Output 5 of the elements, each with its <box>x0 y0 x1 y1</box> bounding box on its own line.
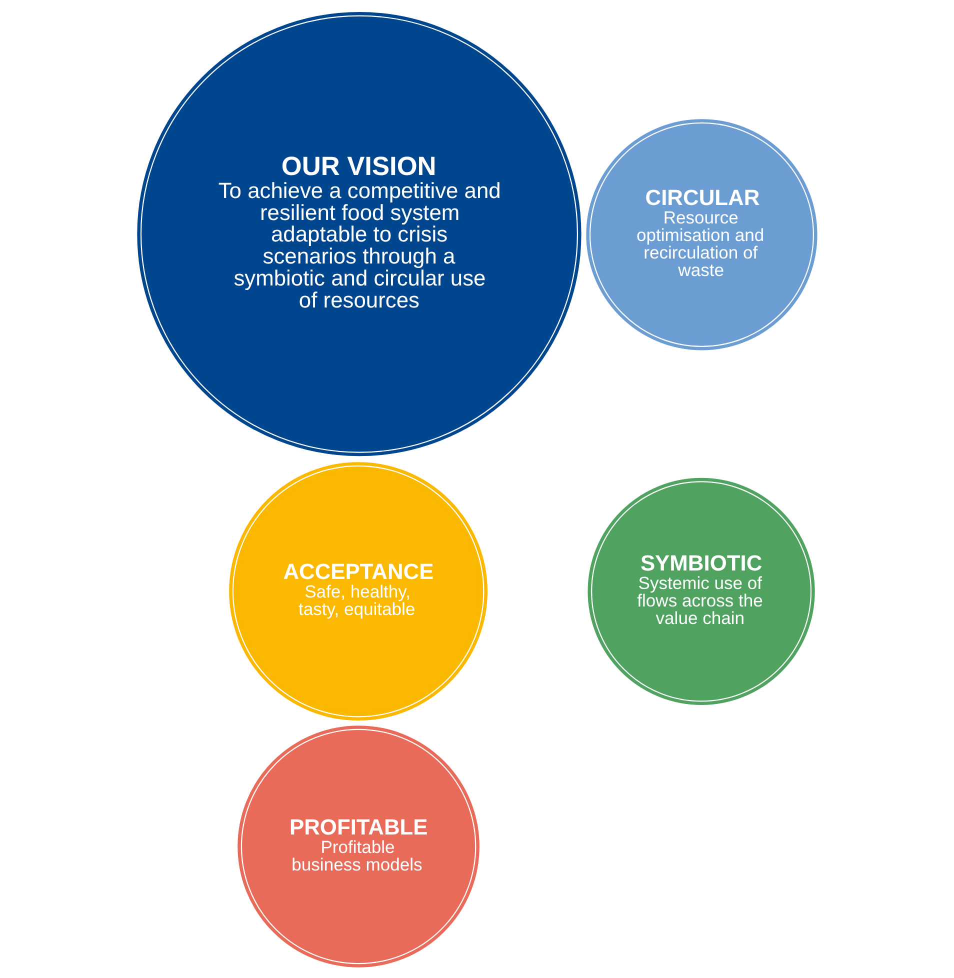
node-circle: ACCEPTANCE Safe, healthy, tasty, equitable <box>229 462 488 720</box>
node-circle: SYMBIOTIC Systemic use of flows across the value chain <box>588 477 815 704</box>
node-circle: CIRCULAR Resource optimisation and recirculation of waste <box>586 118 818 350</box>
node-circle: OUR VISION To achieve a competitive and resilient food system adaptable to crisis scenarios through a symbiotic and circular use of resources <box>137 11 582 456</box>
node-circle: PROFITABLE Profitable business models <box>238 725 480 967</box>
